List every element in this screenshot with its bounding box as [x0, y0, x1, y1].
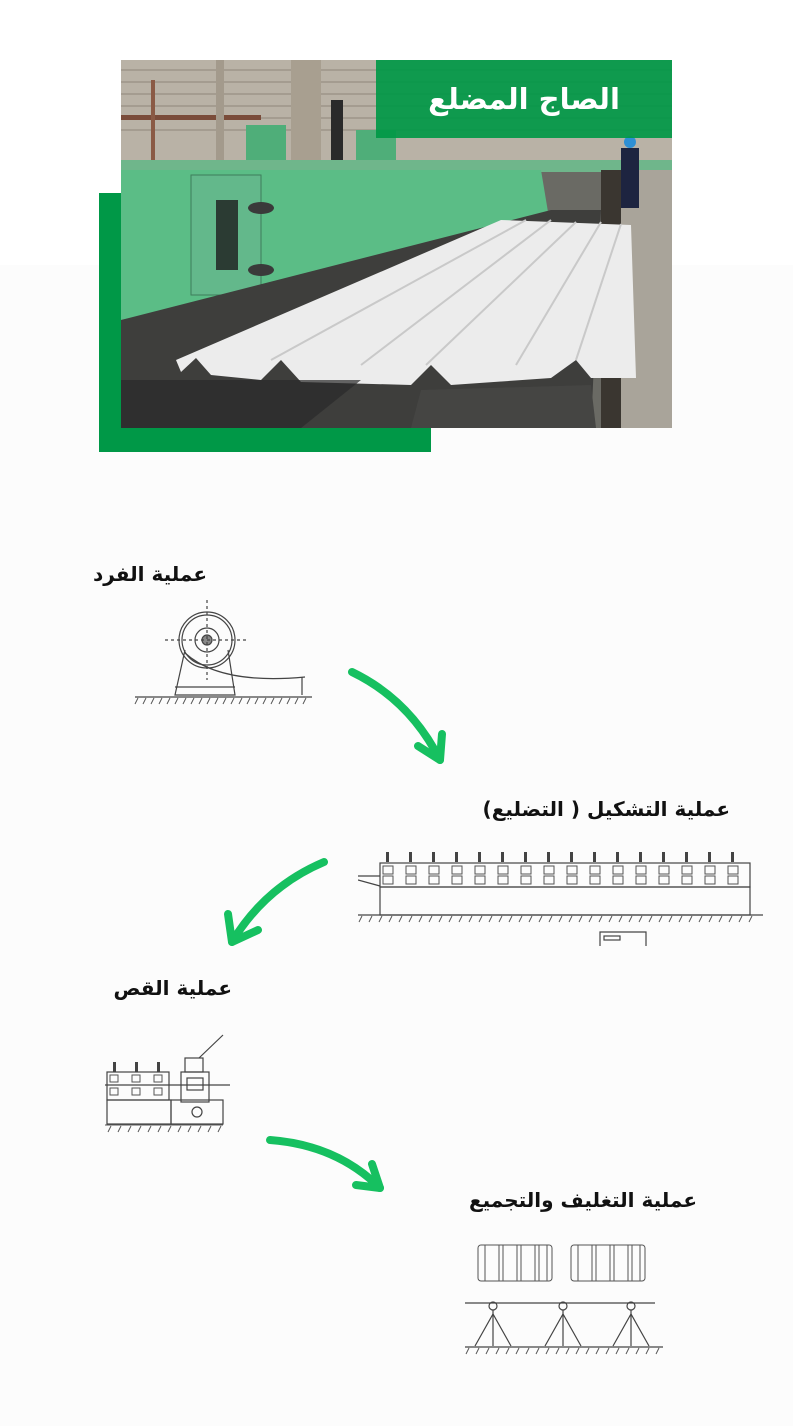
- page-background-panel: [0, 265, 793, 1426]
- cutting-drawing: [105, 1034, 230, 1133]
- page-title: الصاج المضلع: [428, 82, 620, 116]
- arrow-down-right-icon: [348, 668, 446, 764]
- title-banner: الصاج المضلع: [376, 60, 672, 138]
- arrow-down-left-icon: [224, 858, 328, 946]
- uncoiler-drawing: [134, 600, 312, 705]
- step-label-uncoiling: عملية الفرد: [93, 562, 207, 586]
- roll-forming-drawing: [358, 852, 763, 946]
- packing-drawing: [465, 1244, 663, 1355]
- step-label-roll-forming: عملية التشكيل ( التضليع): [482, 797, 730, 821]
- arrow-down-right-icon: [266, 1136, 384, 1192]
- step-label-cutting: عملية القص: [113, 976, 232, 1000]
- step-label-packing: عملية التغليف والتجميع: [468, 1188, 697, 1212]
